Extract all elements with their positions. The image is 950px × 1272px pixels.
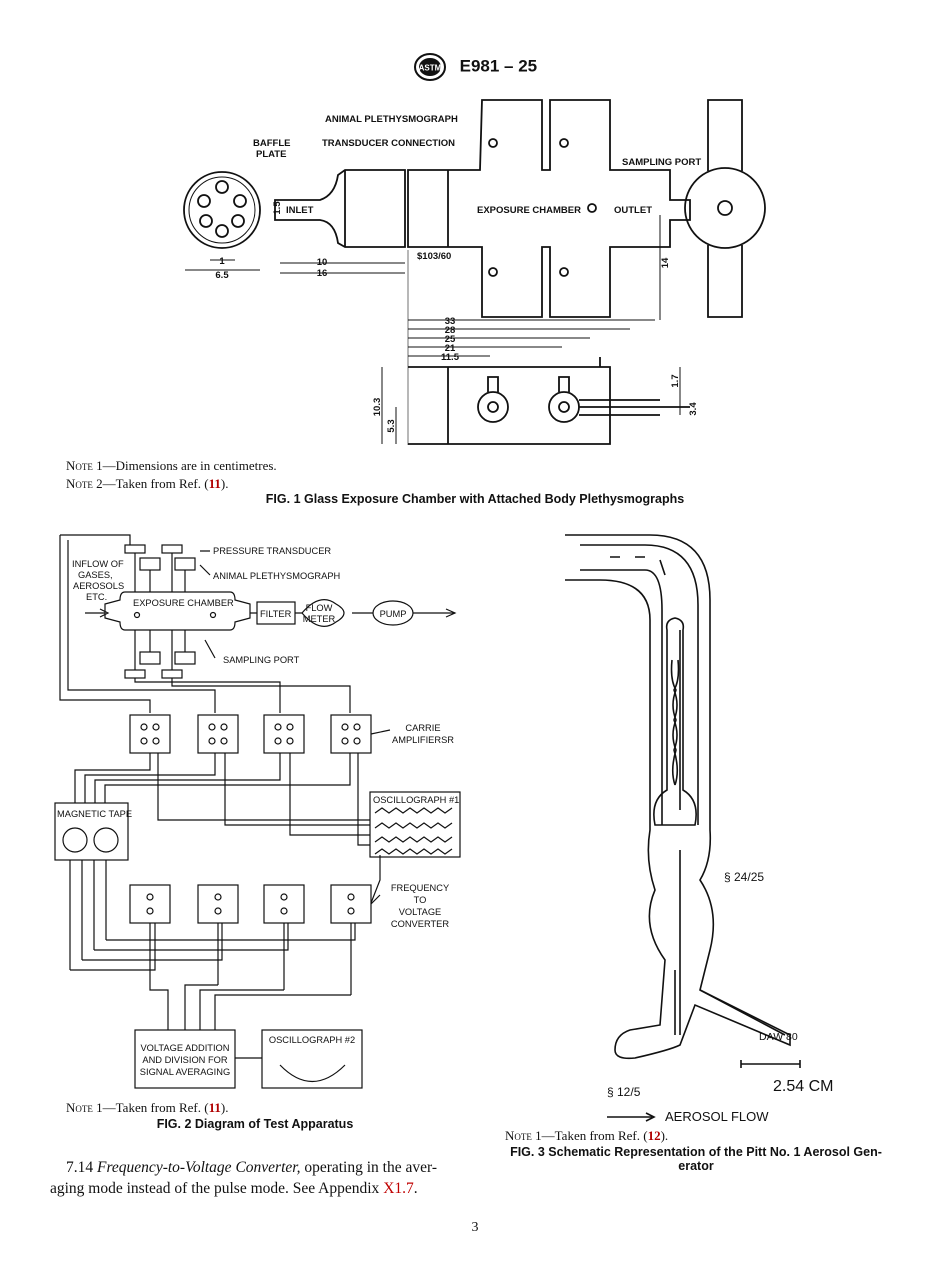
carrier-amplifier-1 [129, 714, 171, 754]
carrier-amplifier-2 [197, 714, 239, 754]
label-inlet: INLET [286, 205, 314, 216]
svg-text:ASTM: ASTM [419, 64, 442, 73]
carrier-amplifier-4 [330, 714, 372, 754]
magnetic-tape-box [54, 802, 129, 861]
aerosol-generator-tube [565, 534, 791, 1060]
fig2-label-inflow-3: AEROSOLS [73, 581, 124, 591]
dim-11-5: 11.5 [441, 352, 460, 363]
label-baffle: BAFFLE [253, 138, 290, 149]
converter-box-2 [197, 884, 239, 924]
fig2-caption: FIG. 2 Diagram of Test Apparatus [156, 1117, 354, 1131]
fig2-label-inflow-2: GASES, [78, 570, 113, 580]
dim-10-3: 10.3 [372, 398, 383, 417]
fig2-exposure-chamber [104, 591, 251, 631]
fig1-note-2: Note 2—Taken from Ref. (11). [66, 476, 229, 491]
oscillograph-2-box [261, 1029, 363, 1089]
figure-1-diagram: ANIMAL PLETHYSMOGRAPH TRANSDUCER CONNECT… [183, 99, 766, 445]
dim-14: 14 [660, 257, 671, 268]
fig3-label-joint-24-25: § 24/25 [724, 870, 764, 884]
converter-box-1 [129, 884, 171, 924]
fig3-label-scale: 2.54 CM [773, 1078, 833, 1095]
fig3-note: Note 1—Taken from Ref. (12). [505, 1128, 669, 1143]
dim-5-3: 5.3 [386, 419, 397, 432]
bottom-view-chamber [408, 366, 611, 445]
exposure-chamber-body [407, 99, 691, 318]
converter-box-3 [263, 884, 305, 924]
dim-1: 1 [219, 256, 225, 267]
fig2-label-voltage-1: VOLTAGE ADDITION [140, 1043, 229, 1053]
fig2-label-sampling-port: SAMPLING PORT [223, 655, 300, 665]
section-title: Frequency-to-Voltage Converter, [97, 1159, 301, 1176]
fig2-label-oscillograph-2: OSCILLOGRAPH #2 [269, 1035, 355, 1045]
inlet-tube [274, 169, 406, 248]
label-part-number: $103/60 [417, 251, 451, 262]
fig3-label-daw-80: DAW 80 [759, 1031, 798, 1043]
appendix-link-x1-7[interactable]: X1.7 [383, 1180, 414, 1197]
label-transducer-connection: TRANSDUCER CONNECTION [322, 138, 455, 149]
right-plethysmograph [684, 167, 766, 249]
fig2-label-oscillograph-1: OSCILLOGRAPH #1 [373, 795, 459, 805]
dim-16: 16 [317, 268, 328, 279]
fig2-label-magnetic-tape: MAGNETIC TAPE [57, 809, 132, 819]
dim-3-4: 3.4 [688, 402, 699, 416]
dim-21: 21 [445, 343, 456, 354]
fig2-label-freq-4: CONVERTER [391, 919, 449, 929]
fig2-label-voltage-2: AND DIVISION FOR [142, 1055, 228, 1065]
fig2-label-filter: FILTER [260, 609, 292, 619]
dim-1-7: 1.7 [670, 374, 681, 387]
astm-logo-icon: ASTM [413, 53, 446, 81]
fig2-label-meter: METER [303, 614, 336, 624]
fig3-caption: FIG. 3 Schematic Representation of the P… [510, 1145, 882, 1173]
figure-2-diagram: PRESSURE TRANSDUCER ANIMAL PLETHYSMOGRAP… [54, 534, 461, 1089]
fig2-label-freq-3: VOLTAGE [399, 907, 442, 917]
label-plate: PLATE [256, 149, 286, 160]
dim-33: 33 [445, 316, 456, 327]
fig2-label-pump: PUMP [380, 609, 407, 619]
fig2-label-animal-plethysmograph: ANIMAL PLETHYSMOGRAPH [213, 571, 340, 581]
dim-1-5: 1.5 [272, 201, 283, 215]
fig3-label-joint-12-5: § 12/5 [607, 1085, 641, 1099]
converter-box-4 [330, 884, 372, 924]
ref-link-12[interactable]: 12 [647, 1128, 661, 1143]
fig2-note: Note 1—Taken from Ref. (11). [66, 1100, 229, 1115]
carrier-amplifier-3 [263, 714, 305, 754]
label-outlet: OUTLET [614, 205, 652, 216]
amplifier-dots [140, 723, 361, 745]
fig2-label-freq-1: FREQUENCY [391, 883, 449, 893]
figure-3-diagram: § 24/25 § 12/5 DAW 80 2.54 CM AEROSOL FL… [565, 534, 833, 1124]
dim-10: 10 [317, 257, 328, 268]
fig2-label-carrier-1: CARRIE [405, 723, 440, 733]
label-exposure-chamber: EXPOSURE CHAMBER [477, 205, 581, 216]
document-id: E981 – 25 [459, 56, 538, 76]
fig2-label-voltage-3: SIGNAL AVERAGING [140, 1067, 230, 1077]
fig2-label-exposure-chamber: EXPOSURE CHAMBER [133, 598, 234, 608]
page-header: ASTM E981 – 25 [0, 52, 950, 82]
page-number: 3 [471, 1220, 479, 1235]
fig2-label-flow: FLOW [306, 603, 333, 613]
label-sampling-port: SAMPLING PORT [622, 157, 701, 168]
dim-28: 28 [445, 325, 456, 336]
fig2-label-inflow-4: ETC. [86, 592, 107, 602]
voltage-averaging-box [134, 1029, 236, 1089]
dim-25: 25 [445, 334, 456, 345]
dim-6-5: 6.5 [215, 270, 229, 281]
section-7-14-paragraph: 7.14 Frequency-to-Voltage Converter, ope… [50, 1159, 438, 1197]
label-animal-plethysmograph: ANIMAL PLETHYSMOGRAPH [325, 114, 458, 125]
fig3-label-aerosol-flow: AEROSOL FLOW [665, 1109, 769, 1124]
baffle-plate [183, 171, 261, 249]
ref-link-11[interactable]: 11 [208, 476, 221, 491]
fig2-label-pressure-transducer: PRESSURE TRANSDUCER [213, 546, 331, 556]
fig1-caption: FIG. 1 Glass Exposure Chamber with Attac… [265, 492, 685, 506]
fig2-flow-meter [301, 599, 345, 627]
fig2-label-carrier-2: AMPLIFIERSR [392, 735, 454, 745]
fig1-note-1: Note 1—Dimensions are in centimetres. [66, 458, 277, 473]
fig2-label-freq-2: TO [414, 895, 427, 905]
fig2-label-inflow-1: INFLOW OF [72, 559, 124, 569]
ref-link-11-fig2[interactable]: 11 [208, 1100, 221, 1115]
